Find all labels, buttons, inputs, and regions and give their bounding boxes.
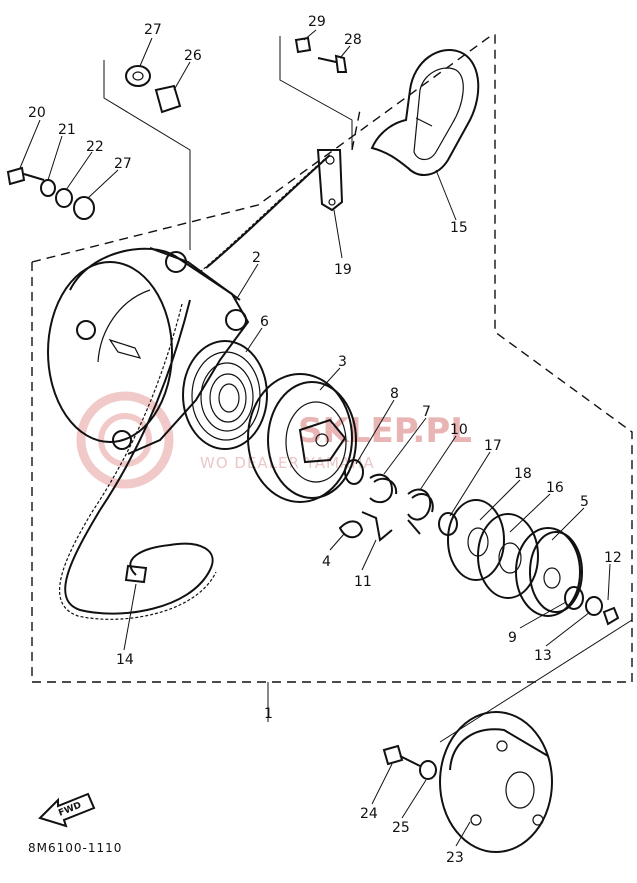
callout-29: 29 bbox=[308, 14, 326, 30]
leader-lines bbox=[19, 29, 611, 847]
callout-5: 5 bbox=[580, 494, 589, 510]
callout-27: 27 bbox=[144, 22, 162, 38]
callout-16: 16 bbox=[546, 480, 564, 496]
callout-4: 4 bbox=[322, 554, 331, 570]
fwd-arrow-icon: FWD bbox=[38, 792, 96, 828]
drawing-code: 8M6100-1110 bbox=[28, 841, 122, 855]
callout-19: 19 bbox=[334, 262, 352, 278]
callout-25: 25 bbox=[392, 820, 410, 836]
assembly-outline bbox=[31, 34, 633, 743]
starter-case bbox=[47, 247, 250, 455]
sheave-drum bbox=[247, 373, 357, 503]
small-parts bbox=[338, 459, 458, 542]
friction-plates bbox=[447, 499, 539, 599]
starter-rope bbox=[59, 154, 331, 620]
callout-22: 22 bbox=[86, 139, 104, 155]
fwd-label: FWD bbox=[57, 801, 83, 819]
callout-23: 23 bbox=[446, 850, 464, 866]
callout-2: 2 bbox=[252, 250, 261, 266]
callout-3: 3 bbox=[338, 354, 347, 370]
watermark-title: SKLEP.PL bbox=[298, 411, 472, 451]
callout-18: 18 bbox=[514, 466, 532, 482]
callout-7: 7 bbox=[422, 404, 431, 420]
callout-1: 1 bbox=[264, 706, 273, 722]
callout-26: 26 bbox=[184, 48, 202, 64]
callout-21: 21 bbox=[58, 122, 76, 138]
callout-20: 20 bbox=[28, 105, 46, 121]
callout-11: 11 bbox=[354, 574, 372, 590]
callout-27b: 27 bbox=[114, 156, 132, 172]
callout-24: 24 bbox=[360, 806, 378, 822]
callout-9: 9 bbox=[508, 630, 517, 646]
callout-17: 17 bbox=[484, 438, 502, 454]
callout-10: 10 bbox=[450, 422, 468, 438]
callout-12: 12 bbox=[604, 550, 622, 566]
rope-guide bbox=[316, 149, 344, 212]
starter-cover bbox=[382, 711, 553, 853]
callout-28: 28 bbox=[344, 32, 362, 48]
callouts: 20 21 22 27 27 26 29 28 2 6 3 8 7 10 17 … bbox=[28, 14, 622, 866]
callout-14: 14 bbox=[116, 652, 134, 668]
starter-handle bbox=[370, 49, 480, 176]
callout-6: 6 bbox=[260, 314, 269, 330]
spiral-spring bbox=[182, 340, 268, 450]
callout-13: 13 bbox=[534, 648, 552, 664]
callout-15: 15 bbox=[450, 220, 468, 236]
drive-plate bbox=[515, 527, 620, 626]
bracket-lines bbox=[103, 36, 353, 250]
callout-8: 8 bbox=[390, 386, 399, 402]
